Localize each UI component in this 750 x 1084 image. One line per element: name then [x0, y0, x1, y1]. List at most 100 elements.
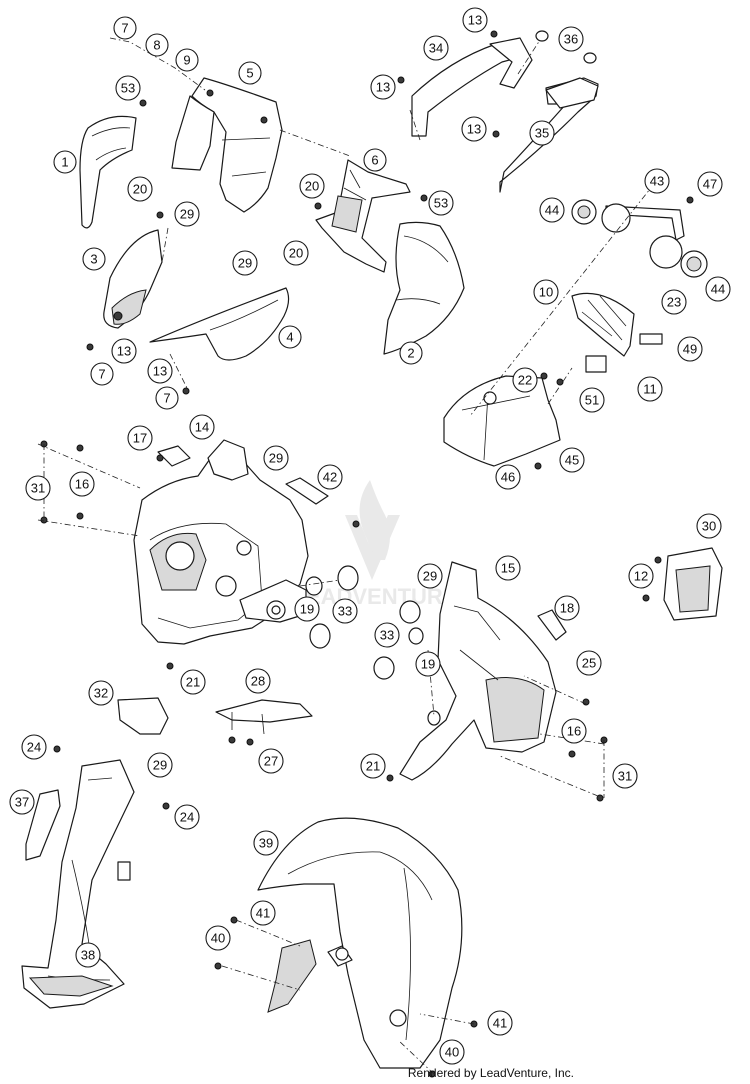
callout-39: 39 — [253, 830, 279, 856]
svg-text:19: 19 — [300, 602, 314, 617]
svg-text:51: 51 — [585, 393, 599, 408]
callout-7: 7 — [90, 362, 114, 386]
svg-text:31: 31 — [31, 481, 45, 496]
callout-33: 33 — [332, 598, 358, 624]
part-34-luggage-rail — [411, 37, 533, 137]
svg-text:23: 23 — [667, 295, 681, 310]
callout-14: 14 — [189, 414, 215, 440]
part-30-lamp-housing — [663, 547, 723, 621]
callout-47: 47 — [697, 171, 723, 197]
callout-5: 5 — [238, 61, 262, 85]
part-18-lever — [537, 609, 567, 641]
part-33-spacer-left — [305, 565, 359, 649]
part-37-reflector — [25, 789, 61, 861]
svg-text:53: 53 — [434, 196, 448, 211]
svg-text:24: 24 — [27, 740, 41, 755]
callout-24: 24 — [21, 734, 47, 760]
svg-text:24: 24 — [180, 810, 194, 825]
svg-text:21: 21 — [186, 675, 200, 690]
svg-text:38: 38 — [81, 948, 95, 963]
part-14-top-bracket — [207, 439, 249, 481]
svg-text:44: 44 — [545, 203, 559, 218]
svg-text:17: 17 — [133, 431, 147, 446]
svg-text:40: 40 — [445, 1045, 459, 1060]
fastener-screws — [40, 30, 694, 1078]
callout-31: 31 — [612, 763, 638, 789]
callout-31: 31 — [25, 475, 51, 501]
callout-41: 41 — [250, 900, 276, 926]
svg-text:29: 29 — [423, 569, 437, 584]
callout-32: 32 — [88, 680, 114, 706]
callout-51: 51 — [579, 387, 605, 413]
svg-text:36: 36 — [564, 32, 578, 47]
svg-text:40: 40 — [211, 931, 225, 946]
svg-text:16: 16 — [567, 724, 581, 739]
part-32-clip-holder — [117, 697, 169, 735]
svg-text:29: 29 — [153, 758, 167, 773]
svg-text:13: 13 — [117, 344, 131, 359]
part-43-mount-bracket — [601, 203, 685, 269]
callout-9: 9 — [175, 48, 199, 72]
callout-16: 16 — [69, 471, 95, 497]
callout-41: 41 — [487, 1010, 513, 1036]
callout-35: 35 — [529, 120, 555, 146]
callout-45: 45 — [559, 447, 585, 473]
callout-38: 38 — [75, 942, 101, 968]
part-36-rubber-stop — [535, 30, 597, 64]
part-10-dash-support — [571, 292, 635, 357]
callout-7: 7 — [113, 16, 137, 40]
callout-44: 44 — [705, 276, 731, 302]
callout-13: 13 — [147, 358, 173, 384]
callout-19: 19 — [294, 596, 320, 622]
svg-text:16: 16 — [75, 477, 89, 492]
callout-43: 43 — [644, 168, 670, 194]
callout-16: 16 — [561, 718, 587, 744]
main-fairing-assembly — [133, 455, 309, 645]
callout-24: 24 — [174, 804, 200, 830]
part-15-headlight-frame — [399, 561, 557, 781]
svg-text:42: 42 — [323, 470, 337, 485]
svg-text:45: 45 — [565, 453, 579, 468]
svg-text:13: 13 — [468, 13, 482, 28]
svg-text:44: 44 — [711, 282, 725, 297]
callout-21: 21 — [180, 669, 206, 695]
callout-12: 12 — [628, 563, 654, 589]
svg-text:18: 18 — [560, 601, 574, 616]
callout-28: 28 — [245, 668, 271, 694]
callout-29: 29 — [417, 563, 443, 589]
callout-20: 20 — [127, 176, 153, 202]
svg-text:4: 4 — [286, 330, 293, 345]
svg-text:30: 30 — [702, 519, 716, 534]
callout-6: 6 — [363, 148, 387, 172]
callout-13: 13 — [461, 116, 487, 142]
svg-text:20: 20 — [289, 246, 303, 261]
callout-15: 15 — [495, 555, 521, 581]
callout-13: 13 — [462, 7, 488, 33]
svg-text:2: 2 — [407, 346, 414, 361]
svg-text:41: 41 — [493, 1016, 507, 1031]
svg-text:5: 5 — [246, 66, 253, 81]
callout-13: 13 — [370, 74, 396, 100]
svg-text:33: 33 — [380, 628, 394, 643]
callout-2: 2 — [399, 341, 423, 365]
callout-46: 46 — [495, 464, 521, 490]
svg-text:43: 43 — [650, 174, 664, 189]
callout-7: 7 — [155, 386, 179, 410]
callout-11: 11 — [637, 376, 663, 402]
svg-text:13: 13 — [153, 364, 167, 379]
callout-10: 10 — [533, 279, 559, 305]
svg-text:8: 8 — [153, 38, 160, 53]
callout-40: 40 — [205, 925, 231, 951]
part-6-headlight-bracket — [315, 159, 411, 273]
callout-29: 29 — [174, 201, 200, 227]
callout-53: 53 — [115, 75, 141, 101]
callout-21: 21 — [360, 753, 386, 779]
svg-text:12: 12 — [634, 569, 648, 584]
svg-text:41: 41 — [256, 906, 270, 921]
svg-text:28: 28 — [251, 674, 265, 689]
callout-4: 4 — [278, 325, 302, 349]
svg-text:46: 46 — [501, 470, 515, 485]
callout-20: 20 — [283, 240, 309, 266]
callout-30: 30 — [696, 513, 722, 539]
part-1-side-panel — [79, 115, 137, 229]
